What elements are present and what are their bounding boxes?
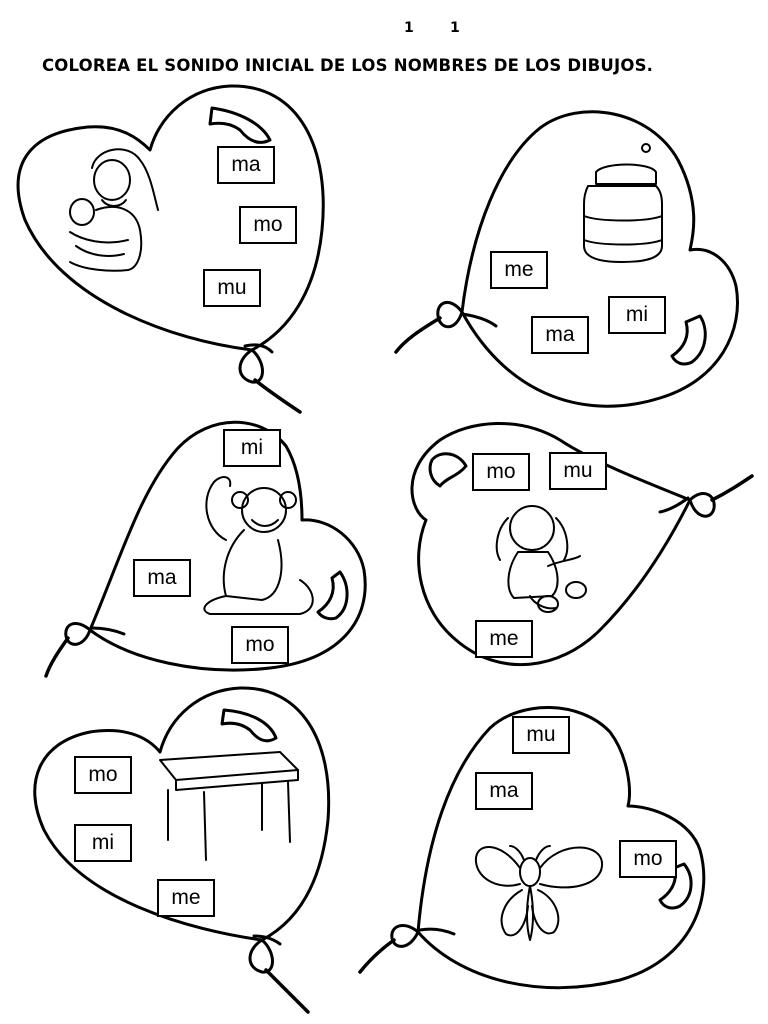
- syllable-box-b4-mo[interactable]: mo: [472, 453, 530, 491]
- syllable-box-b2-me[interactable]: me: [490, 251, 548, 289]
- honey-jar-icon: [583, 143, 663, 263]
- doll-icon: [495, 505, 587, 613]
- syllable-box-b1-mo[interactable]: mo: [239, 206, 297, 244]
- syllable-box-b3-mi[interactable]: mi: [223, 429, 281, 467]
- syllable-box-b2-ma[interactable]: ma: [531, 316, 589, 354]
- page-number-left: 1: [404, 20, 414, 36]
- heart-balloon-4: [410, 422, 754, 667]
- heart-balloon-5: [33, 686, 331, 1014]
- syllable-box-b6-mu[interactable]: mu: [512, 716, 570, 754]
- syllable-box-b4-me[interactable]: me: [475, 620, 533, 658]
- heart-balloon-3: [44, 420, 367, 678]
- mother-baby-icon: [69, 148, 159, 272]
- syllable-box-b5-mi[interactable]: mi: [74, 824, 132, 862]
- syllable-box-b6-mo[interactable]: mo: [619, 840, 677, 878]
- page-number-right: 1: [450, 20, 460, 36]
- monkey-icon: [203, 476, 314, 615]
- heart-balloon-2: [394, 110, 739, 408]
- syllable-box-b2-mi[interactable]: mi: [608, 296, 666, 334]
- heart-balloon-1: [16, 84, 325, 414]
- syllable-box-b1-ma[interactable]: ma: [217, 146, 275, 184]
- syllable-box-b6-ma[interactable]: ma: [475, 772, 533, 810]
- syllable-box-b5-me[interactable]: me: [157, 879, 215, 917]
- table-icon: [159, 751, 299, 861]
- heart-balloon-6: [358, 706, 706, 990]
- syllable-box-b3-ma[interactable]: ma: [133, 559, 191, 597]
- syllable-box-b5-mo[interactable]: mo: [74, 756, 132, 794]
- syllable-box-b4-mu[interactable]: mu: [549, 452, 607, 490]
- syllable-box-b3-mo[interactable]: mo: [231, 626, 289, 664]
- instruction-title: COLOREA EL SONIDO INICIAL DE LOS NOMBRES…: [42, 56, 654, 75]
- butterfly-icon: [474, 845, 604, 941]
- syllable-box-b1-mu[interactable]: mu: [203, 269, 261, 307]
